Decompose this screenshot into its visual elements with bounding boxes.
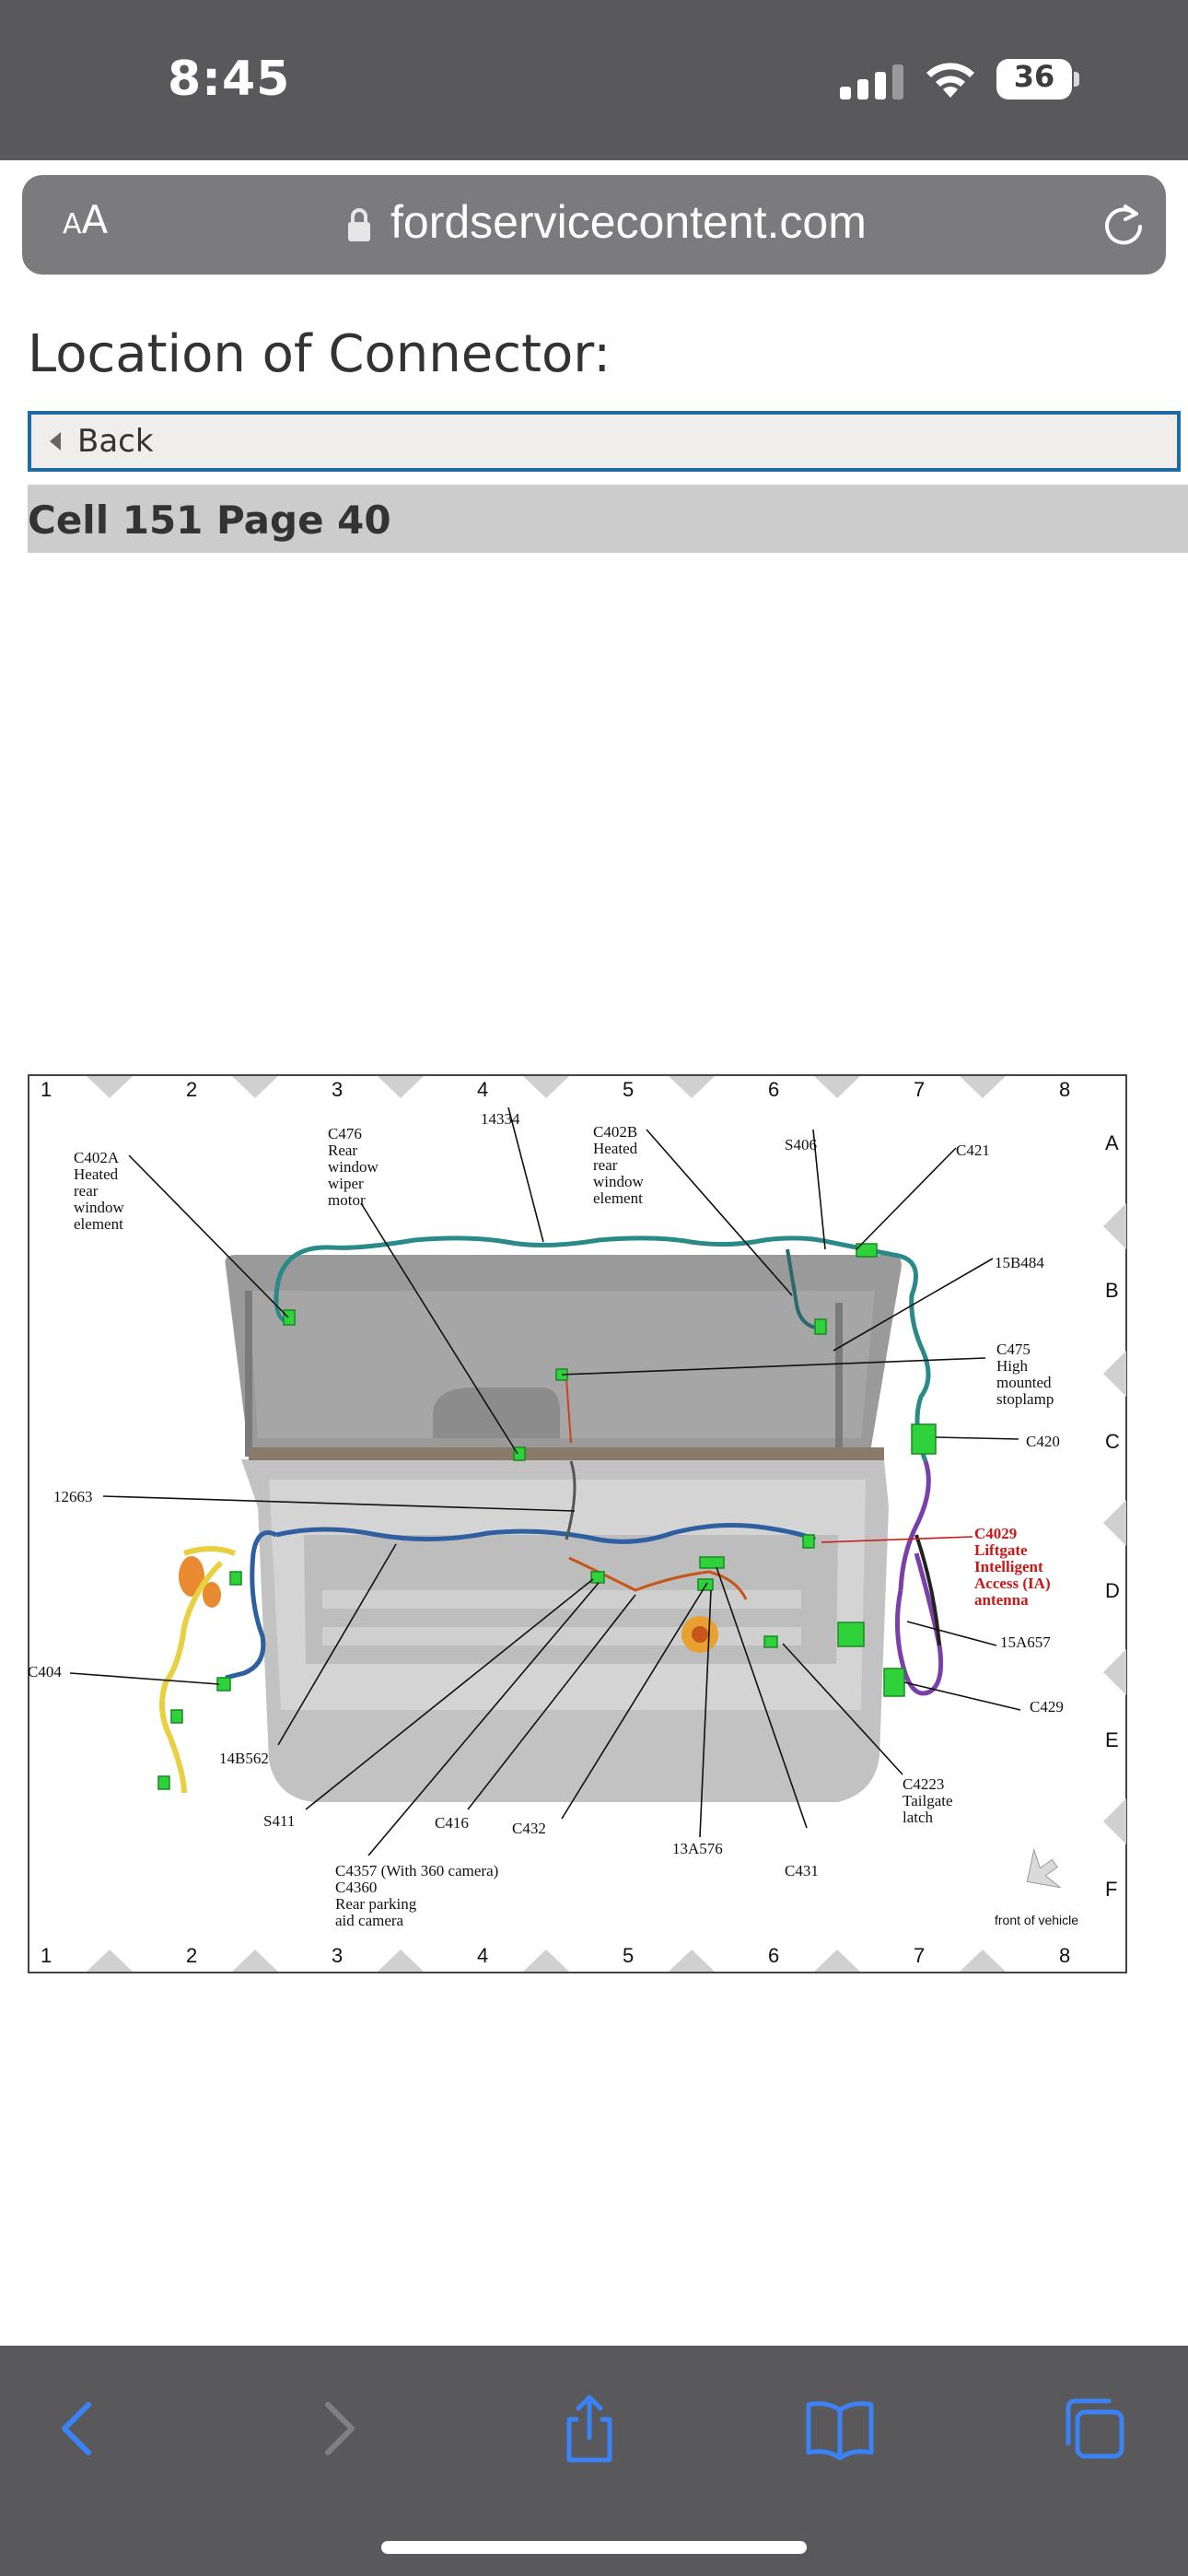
grid-column-2-bottom: 2 [186, 1944, 198, 1967]
label-c4029: C4029 Liftgate Intelligent Access (IA) a… [974, 1525, 1051, 1609]
label-c431: C431 [785, 1862, 819, 1879]
label-c402a: C402A Heated rear window element [74, 1149, 124, 1233]
grid-column-3-bottom: 3 [332, 1944, 344, 1967]
label-15b484: 15B484 [995, 1254, 1044, 1271]
grid-column-7-bottom: 7 [914, 1944, 926, 1967]
grid-column-7: 7 [914, 1078, 926, 1101]
label-14b562: 14B562 [219, 1750, 269, 1767]
grid-column-5-bottom: 5 [623, 1944, 635, 1967]
grid-row-a: A [1105, 1131, 1119, 1154]
label-c475: C475 High mounted stoplamp [996, 1341, 1054, 1408]
label-c402b: C402B Heated rear window element [593, 1123, 644, 1207]
grid-row-e: E [1105, 1728, 1119, 1751]
battery-icon: 36 [996, 59, 1079, 100]
grid-column-4: 4 [477, 1078, 489, 1101]
back-button[interactable]: Back [28, 411, 1181, 472]
front-of-vehicle-label: front of vehicle [995, 1913, 1079, 1927]
grid-column-2: 2 [186, 1078, 198, 1101]
label-c4223: C4223 Tailgate latch [903, 1775, 953, 1826]
label-13a576: 13A576 [672, 1840, 723, 1857]
back-chevron-icon[interactable] [42, 2392, 116, 2465]
cell-header-text: Cell 151 Page 40 [28, 498, 391, 543]
back-label: Back [77, 423, 154, 460]
liftgate-wiring-illustration [28, 1074, 1127, 1973]
tabs-icon[interactable] [1057, 2392, 1131, 2465]
cellular-signal-icon [840, 64, 904, 100]
label-c476: C476 Rear window wiper motor [328, 1125, 379, 1209]
grid-column-6: 6 [768, 1078, 780, 1101]
grid-row-f: F [1105, 1878, 1118, 1901]
grid-column-8: 8 [1059, 1078, 1071, 1101]
connector-location-diagram: 1 2 3 4 5 6 7 8 1 2 3 4 5 6 7 8 A B C D … [28, 1074, 1127, 1973]
label-c420: C420 [1026, 1433, 1060, 1450]
label-c4357: C4357 (With 360 camera) C4360 Rear parki… [335, 1862, 499, 1929]
grid-column-8-bottom: 8 [1059, 1944, 1071, 1967]
status-time: 8:45 [168, 52, 291, 107]
cell-header: Cell 151 Page 40 [28, 485, 1188, 553]
grid-column-6-bottom: 6 [768, 1944, 780, 1967]
label-15a657: 15A657 [1000, 1633, 1051, 1651]
reload-icon[interactable] [1098, 199, 1149, 251]
grid-column-3: 3 [332, 1078, 344, 1101]
lock-icon [348, 208, 370, 241]
page-title: Location of Connector: [28, 324, 611, 384]
grid-column-5: 5 [623, 1078, 635, 1101]
grid-row-d: D [1105, 1579, 1120, 1602]
forward-chevron-icon[interactable] [300, 2392, 374, 2465]
home-indicator [381, 2541, 807, 2554]
grid-column-1: 1 [41, 1078, 52, 1101]
back-arrow-icon [50, 432, 61, 451]
grid-column-1-bottom: 1 [41, 1944, 52, 1967]
grid-column-4-bottom: 4 [477, 1944, 489, 1967]
grid-row-c: C [1105, 1430, 1120, 1453]
label-c421: C421 [956, 1142, 990, 1159]
bookmarks-icon[interactable] [803, 2392, 877, 2465]
label-c404: C404 [28, 1663, 62, 1680]
wifi-icon [926, 63, 974, 98]
label-14334: 14334 [481, 1110, 520, 1128]
label-c429: C429 [1030, 1698, 1064, 1715]
grid-row-b: B [1105, 1279, 1119, 1302]
share-icon[interactable] [553, 2392, 626, 2465]
battery-level: 36 [1013, 59, 1055, 94]
url-text[interactable]: fordservicecontent.com [390, 196, 867, 248]
label-s411: S411 [263, 1812, 296, 1830]
status-bar: 8:45 36 [0, 0, 1188, 160]
label-s406: S406 [785, 1136, 817, 1153]
browser-toolbar [0, 2346, 1188, 2576]
address-bar[interactable]: AA fordservicecontent.com [22, 175, 1166, 275]
label-c416: C416 [435, 1814, 469, 1832]
label-12663: 12663 [53, 1488, 93, 1505]
label-c432: C432 [512, 1820, 546, 1837]
text-size-button[interactable]: AA [63, 197, 109, 242]
